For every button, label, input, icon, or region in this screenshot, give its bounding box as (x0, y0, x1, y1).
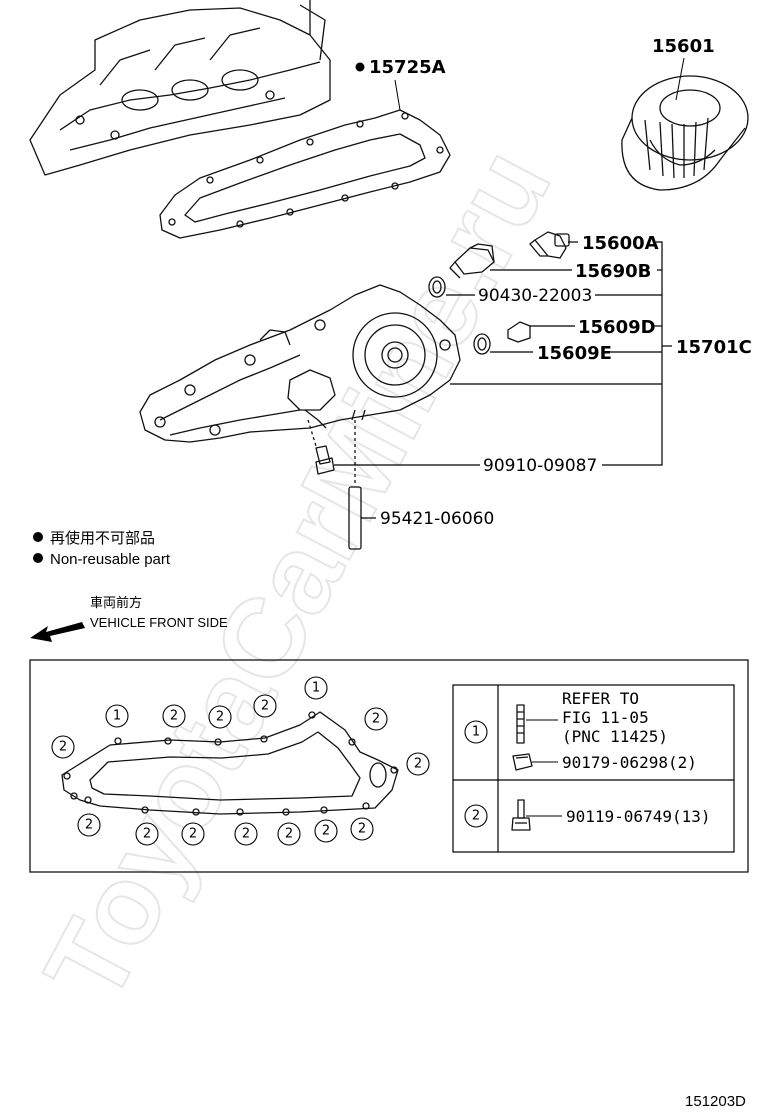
part-label-15609D[interactable]: 15609D (578, 317, 656, 338)
non-reusable-dot-icon (355, 62, 365, 72)
flange-bolt-icon (511, 799, 531, 831)
svg-text:2: 2 (216, 710, 224, 725)
bolt-marker: 2 (364, 707, 388, 731)
stud-bolt-icon (516, 704, 525, 744)
svg-text:2: 2 (170, 709, 178, 724)
part-label-90910-09087[interactable]: 90910-09087 (483, 456, 597, 476)
bolt-marker: 2 (277, 822, 301, 846)
part-label-90179-06298[interactable]: 90179-06298(2) (562, 753, 697, 772)
refer-fig-text[interactable]: FIG 11-05 (562, 708, 649, 727)
gasket-15609E-drawing (473, 333, 491, 355)
table-marker-2 (464, 804, 488, 828)
gasket-15725A-drawing (159, 109, 451, 239)
svg-text:2: 2 (414, 757, 422, 772)
bolt-marker: 2 (77, 813, 101, 837)
part-label-90430-22003[interactable]: 90430-22003 (478, 286, 592, 306)
non-reusable-dot-icon (33, 553, 43, 563)
bolt-marker: 1 (304, 676, 328, 700)
bolt-marker: 2 (181, 822, 205, 846)
svg-text:2: 2 (242, 827, 250, 842)
bolt-detail-box (29, 659, 749, 873)
bolt-marker: 2 (135, 822, 159, 846)
oil-temp-sensor-drawing (449, 243, 495, 279)
svg-text:2: 2 (261, 699, 269, 714)
gasket-bolt-layout-drawing (61, 711, 399, 816)
legend-jp: 再使用不可部品 (50, 530, 155, 547)
nut-icon (512, 753, 533, 771)
oil-pressure-switch-drawing (529, 231, 570, 259)
plug-15609D-drawing (507, 321, 531, 343)
svg-text:2: 2 (59, 740, 67, 755)
gasket-bolt-markers: 1 2 2 2 1 2 2 2 2 2 2 2 2 2 2 2 (51, 676, 430, 846)
watermark: ToyotaCarMine.ru (21, 129, 574, 1021)
part-label-15725A[interactable]: 15725A (369, 57, 446, 78)
bolt-marker: 2 (234, 822, 258, 846)
svg-text:2: 2 (358, 822, 366, 837)
leader-line-15601 (675, 57, 685, 101)
part-label-15701C[interactable]: 15701C (676, 337, 752, 358)
assembly-bracket-15701C (602, 241, 663, 466)
direction-jp: 車両前方 (90, 595, 142, 610)
bolt-table: 1 REFER TO FIG 11-05 (PNC 11425) 90179-0… (452, 684, 735, 853)
front-direction-arrow-icon (30, 622, 85, 642)
bolt-marker: 2 (350, 817, 374, 841)
part-label-95421-06060[interactable]: 95421-06060 (380, 509, 494, 529)
svg-text:2: 2 (322, 824, 330, 839)
svg-text:1: 1 (312, 681, 320, 696)
non-reusable-dot-icon (33, 532, 43, 542)
table-marker-1-text: 1 (472, 725, 480, 740)
table-marker-2-text: 2 (472, 809, 480, 824)
bolt-marker: 2 (253, 694, 277, 718)
bolt-marker: 2 (406, 752, 430, 776)
svg-text:1: 1 (113, 709, 121, 724)
svg-text:2: 2 (143, 827, 151, 842)
union-bolt-90910-drawing (307, 419, 335, 475)
oil-cooler-housing-drawing (139, 284, 461, 443)
part-label-15600A[interactable]: 15600A (582, 233, 659, 254)
part-label-15601[interactable]: 15601 (652, 36, 715, 57)
leader-line-15725A (394, 79, 401, 111)
svg-text:2: 2 (372, 712, 380, 727)
legend-en: Non-reusable part (50, 551, 171, 568)
bolt-table-row-1: 1 REFER TO FIG 11-05 (PNC 11425) 90179-0… (464, 689, 697, 772)
engine-block-drawing (29, 0, 331, 176)
part-label-15690B[interactable]: 15690B (575, 261, 651, 282)
svg-text:2: 2 (85, 818, 93, 833)
part-label-90119-06749[interactable]: 90119-06749(13) (566, 807, 711, 826)
table-marker-1 (464, 720, 488, 744)
svg-text:2: 2 (285, 827, 293, 842)
bolt-marker: 2 (162, 704, 186, 728)
bolt-marker: 2 (208, 705, 232, 729)
gasket-90430-drawing (428, 276, 446, 298)
direction-en: VEHICLE FRONT SIDE (90, 615, 228, 630)
refer-pnc-text: (PNC 11425) (562, 727, 668, 746)
bolt-table-row-2: 2 90119-06749(13) (464, 799, 711, 831)
bolt-marker: 1 (105, 704, 129, 728)
oil-filter-drawing (621, 75, 749, 191)
bolt-marker: 2 (51, 735, 75, 759)
refer-to-text: REFER TO (562, 689, 639, 708)
svg-text:2: 2 (189, 827, 197, 842)
part-label-15609E[interactable]: 15609E (537, 343, 612, 364)
figure-id: 151203D (685, 1093, 746, 1110)
bolt-marker: 2 (314, 819, 338, 843)
